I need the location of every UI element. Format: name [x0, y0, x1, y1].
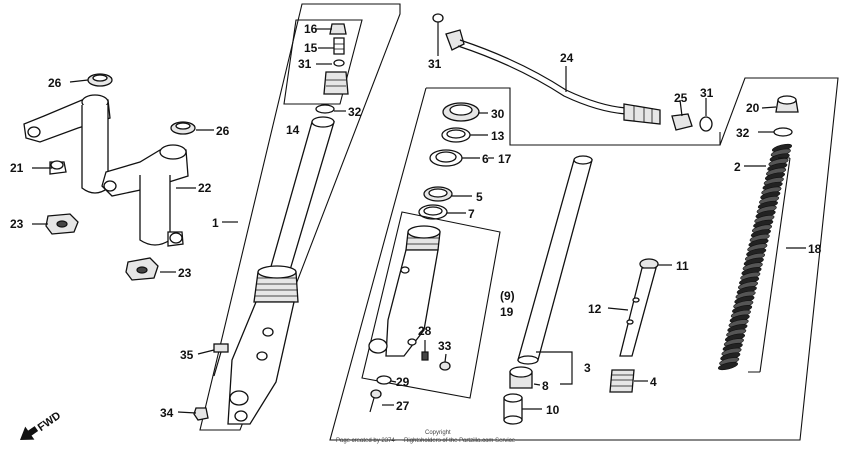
callout-25: 25	[674, 91, 688, 105]
part-26-top-cap-left	[87, 73, 113, 87]
assembly-19-outline	[361, 211, 501, 399]
copyright-line-1: Copyright	[425, 430, 451, 436]
callout-20: 20	[746, 101, 760, 115]
callout-26-left: 26	[48, 76, 62, 90]
callout-18: 18	[808, 242, 822, 256]
callout-11: 11	[676, 259, 689, 273]
part-6-back-up-ring	[429, 149, 463, 167]
callout-19: 19	[500, 305, 514, 319]
callout-28: 28	[418, 324, 432, 338]
copyright-line-2: Page created by 2374 — Rightsholders of …	[336, 438, 516, 444]
callout-4: 4	[650, 375, 657, 389]
callout-30: 30	[491, 107, 505, 121]
callout-21: 21	[10, 161, 24, 175]
part-5-slider-bushing	[423, 186, 453, 202]
callout-1: 1	[212, 216, 219, 230]
part-10-piece	[503, 393, 523, 425]
callout-17: 17	[498, 152, 512, 166]
part-13-stopper-ring	[441, 127, 471, 143]
part-21-upper-bracket-left	[23, 94, 111, 194]
callout-23-lower: 23	[178, 266, 192, 280]
part-2-fork-spring	[717, 143, 793, 371]
callout-3: 3	[584, 361, 591, 375]
callout-31-top: 31	[298, 57, 312, 71]
part-24-cable	[445, 29, 661, 125]
part-26-top-cap-right	[170, 121, 196, 135]
callout-14: 14	[286, 123, 300, 137]
assembly-main-outline	[329, 77, 839, 441]
fwd-arrow: FWD	[20, 410, 63, 440]
spring-coil	[717, 361, 739, 371]
callout-8: 8	[542, 379, 549, 393]
part-29-washer	[376, 375, 392, 385]
part-31-oring-top	[333, 59, 345, 67]
callout-12: 12	[588, 302, 602, 316]
part-35-bolt	[213, 343, 229, 377]
part-23-bolt-lower	[125, 257, 159, 281]
callout-31-cable: 31	[428, 57, 442, 71]
part-31-oring-adapter	[699, 116, 713, 132]
part-1-fork-tube	[227, 116, 335, 425]
part-15-valve	[333, 37, 345, 55]
callout-32-fork: 32	[348, 105, 362, 119]
part-20-cap-bolt	[775, 95, 799, 113]
callout-27: 27	[396, 399, 410, 413]
part-fork-cap-bolt	[323, 71, 349, 95]
leader-lines	[32, 22, 806, 414]
part-12-damper-rod	[619, 267, 657, 357]
part-25-adapter	[671, 113, 693, 131]
callout-9: (9)	[500, 289, 515, 303]
part-33-bolt	[439, 361, 451, 371]
callout-13: 13	[491, 129, 505, 143]
callout-34: 34	[160, 406, 174, 420]
part-28-washer	[421, 351, 429, 361]
assembly-17-outline	[426, 87, 721, 146]
part-23-bolt-upper	[45, 213, 79, 235]
part-34-bolt	[193, 407, 209, 421]
callout-24: 24	[560, 51, 574, 65]
assembly-18-bracket	[748, 157, 791, 373]
callout-26-right: 26	[216, 124, 230, 138]
part-30-oil-seal	[442, 102, 480, 122]
callout-32-spring: 32	[736, 126, 750, 140]
callout-7: 7	[468, 207, 475, 221]
assembly-14-outline	[283, 19, 363, 105]
part-19-fork-slider	[368, 225, 441, 357]
callout-16: 16	[304, 22, 318, 36]
part-7-guide-bushing	[418, 204, 448, 220]
callout-6: 6	[482, 152, 489, 166]
part-8-oil-lock	[509, 366, 533, 389]
callout-10: 10	[546, 403, 560, 417]
part-16-valve-cap	[329, 23, 347, 35]
part-31-oring-cable	[432, 13, 444, 23]
part-22-lower-bracket	[101, 144, 189, 247]
part-32-oring-spring	[773, 127, 793, 137]
part-27-bolt	[369, 389, 382, 413]
callout-2: 2	[734, 160, 741, 174]
callout-22: 22	[198, 181, 212, 195]
assembly-1-outline	[199, 3, 401, 431]
part-4-rebound-spring	[609, 369, 635, 393]
callout-31-adapter: 31	[700, 86, 714, 100]
callout-35: 35	[180, 348, 194, 362]
callout-33: 33	[438, 339, 452, 353]
part-3-inner-tube	[517, 155, 593, 365]
callout-29: 29	[396, 375, 410, 389]
callout-5: 5	[476, 190, 483, 204]
part-32-oring-fork	[315, 104, 335, 114]
callout-15: 15	[304, 41, 318, 55]
fwd-arrow-icon	[20, 426, 39, 440]
fwd-label: FWD	[36, 410, 63, 434]
callout-23-upper: 23	[10, 217, 24, 231]
